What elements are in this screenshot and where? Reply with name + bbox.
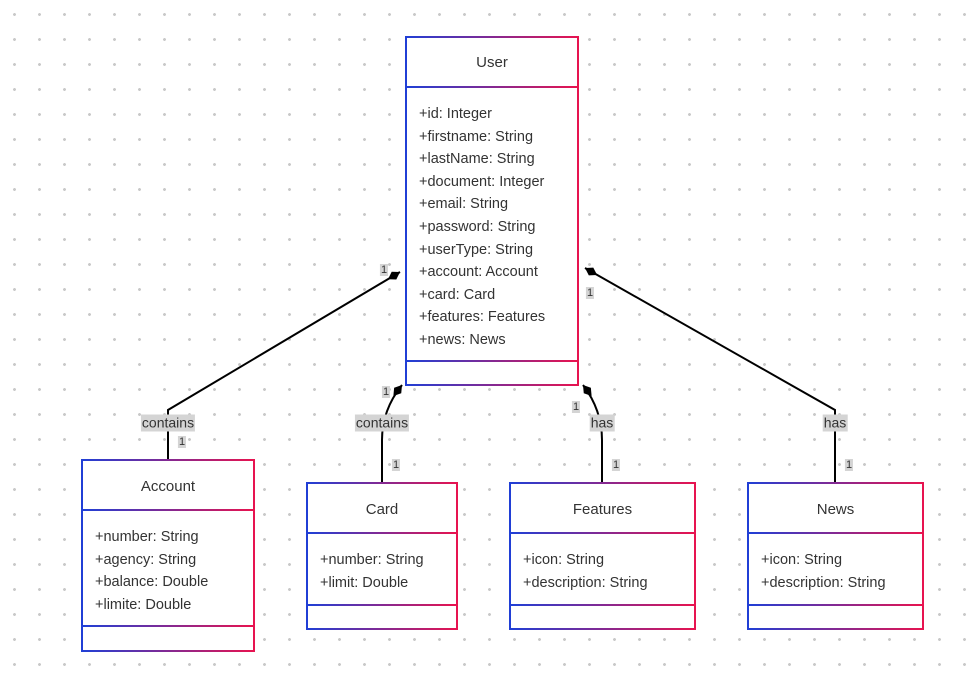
attribute: +news: News	[419, 331, 506, 348]
multiplicity-account: 1	[177, 436, 187, 448]
class-news[interactable]: News +icon: String +description: String	[747, 482, 924, 630]
attribute: +agency: String	[95, 551, 197, 568]
relation-label-news: has	[822, 414, 848, 432]
attribute: +number: String	[95, 529, 199, 545]
class-separator	[407, 360, 577, 362]
composition-diamond-icon	[393, 385, 402, 397]
class-title: Account	[140, 478, 196, 495]
class-methods	[407, 362, 577, 384]
multiplicity-user-features: 1	[571, 401, 581, 413]
multiplicity-user-news: 1	[585, 287, 595, 299]
class-features[interactable]: Features +icon: String +description: Str…	[509, 482, 696, 630]
attribute: +icon: String	[761, 552, 843, 568]
attribute: +email: String	[419, 196, 509, 213]
attribute: +features: Features	[419, 309, 546, 326]
class-separator	[308, 604, 456, 606]
class-separator	[83, 625, 253, 627]
class-methods	[749, 606, 922, 628]
class-separator	[749, 532, 922, 534]
attribute: +userType: String	[419, 241, 534, 258]
class-attributes: +id: Integer +firstname: String +lastNam…	[407, 88, 577, 360]
attribute: +limite: Double	[95, 596, 192, 613]
class-card[interactable]: Card +number: String +limit: Double	[306, 482, 458, 630]
class-methods	[83, 627, 253, 650]
class-title: News	[816, 501, 855, 518]
class-separator	[511, 604, 694, 606]
class-attributes: +icon: String +description: String	[511, 534, 694, 604]
relation-label-card: contains	[354, 414, 410, 432]
attribute: +icon: String	[523, 552, 605, 568]
edge-user-features[interactable]	[582, 384, 603, 482]
class-title: Features	[572, 501, 633, 518]
attribute: +description: String	[523, 574, 648, 591]
class-separator	[749, 604, 922, 606]
multiplicity-news: 1	[844, 459, 854, 471]
class-attributes: +icon: String +description: String	[749, 534, 922, 604]
relation-label-features: has	[589, 414, 615, 432]
attribute: +password: String	[419, 218, 536, 235]
attribute: +id: Integer	[419, 106, 492, 122]
attribute: +card: Card	[419, 286, 496, 303]
edge-user-account[interactable]	[167, 271, 401, 460]
class-attributes: +number: String +limit: Double	[308, 534, 456, 604]
multiplicity-features: 1	[611, 459, 621, 471]
edge-user-news[interactable]	[584, 267, 836, 482]
attribute: +account: Account	[419, 264, 538, 281]
multiplicity-card: 1	[391, 459, 401, 471]
attribute: +balance: Double	[95, 574, 209, 591]
composition-diamond-icon	[387, 271, 400, 280]
attribute: +limit: Double	[320, 574, 409, 591]
attribute: +number: String	[320, 552, 424, 568]
class-title: Card	[365, 501, 399, 518]
attribute: +description: String	[761, 574, 886, 591]
class-attributes: +number: String +agency: String +balance…	[83, 511, 253, 625]
class-separator	[308, 532, 456, 534]
multiplicity-user-card: 1	[381, 386, 391, 398]
class-separator	[407, 86, 577, 88]
class-separator	[511, 532, 694, 534]
class-title: User	[476, 54, 508, 71]
class-user[interactable]: User +id: Integer +firstname: String +la…	[405, 36, 579, 386]
relation-label-account: contains	[140, 414, 196, 432]
class-methods	[511, 606, 694, 628]
attribute: +document: Integer	[419, 173, 545, 190]
multiplicity-user-account: 1	[379, 264, 389, 276]
class-separator	[83, 509, 253, 511]
composition-diamond-icon	[585, 267, 598, 276]
composition-diamond-icon	[583, 385, 592, 397]
attribute: +lastName: String	[419, 151, 535, 168]
class-methods	[308, 606, 456, 628]
attribute: +firstname: String	[419, 128, 534, 145]
class-account[interactable]: Account +number: String +agency: String …	[81, 459, 255, 652]
